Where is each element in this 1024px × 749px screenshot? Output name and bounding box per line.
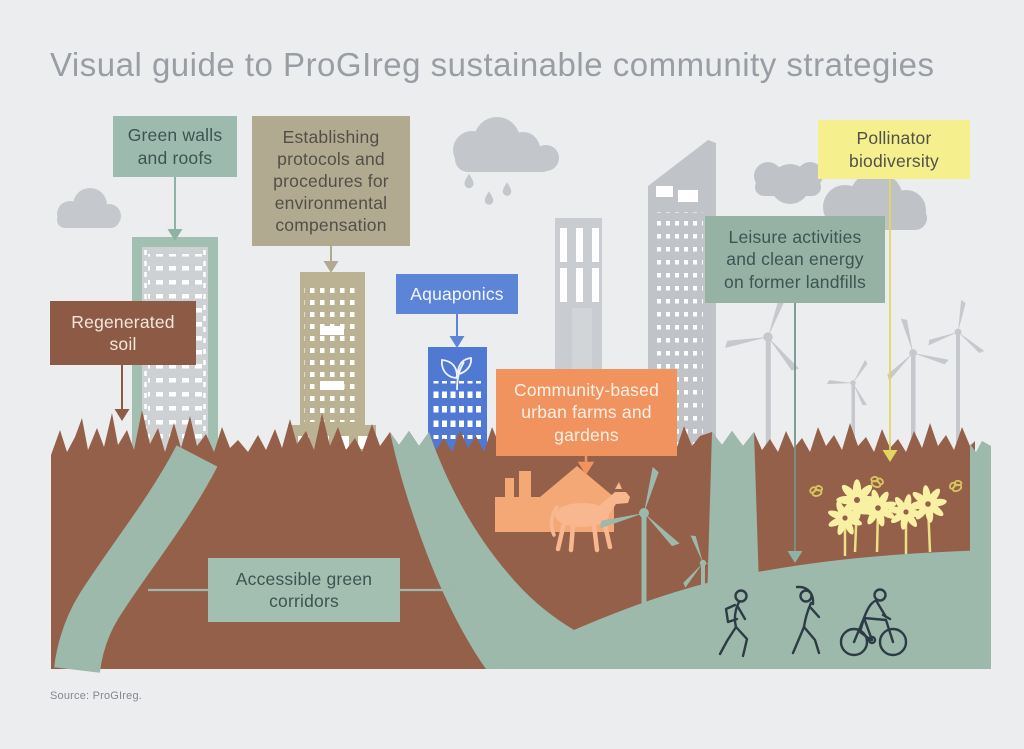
label-aquaponics: Aquaponics: [396, 274, 518, 314]
label-green-walls-and-roofs: Green walls and roofs: [113, 116, 237, 177]
source-attribution: Source: ProGIreg.: [50, 690, 143, 702]
left-arrow-icon: [125, 582, 208, 598]
right-arrow-icon: [400, 582, 483, 598]
green-corridor-path: [54, 431, 991, 674]
exercising-person-icon: [791, 585, 821, 655]
walking-person-icon: [718, 589, 749, 658]
label-pollinator-biodiversity: Pollinator biodiversity: [818, 120, 970, 179]
label-leisure-clean-energy: Leisure activities and clean energy on f…: [705, 216, 885, 303]
rain-cloud-icon: [453, 117, 559, 205]
horse-icon: [549, 482, 630, 553]
down-arrow-icon: [882, 179, 898, 462]
cloud-icon: [57, 188, 121, 228]
down-arrow-icon: [787, 303, 803, 563]
page-title: Visual guide to ProGIreg sustainable com…: [50, 46, 935, 83]
down-arrow-icon: [577, 456, 595, 475]
down-arrow-icon: [167, 177, 183, 241]
down-arrow-icon: [114, 365, 130, 421]
label-environmental-compensation-protocols: Establishing protocols and procedures fo…: [252, 116, 410, 246]
down-arrow-icon: [449, 314, 465, 348]
aquaponics-building-icon: [428, 347, 487, 452]
connectors: [114, 177, 898, 598]
wind-turbine-icon: [721, 281, 993, 462]
cyclist-icon: [839, 588, 908, 657]
label-regenerated-soil: Regenerated soil: [50, 301, 196, 365]
tan-building-icon: [288, 272, 376, 460]
flower-icon: [821, 479, 950, 556]
label-community-urban-farms: Community-based urban farms and gardens: [496, 369, 677, 456]
label-accessible-green-corridors: Accessible green corridors: [208, 558, 400, 622]
down-arrow-icon: [323, 246, 339, 273]
leaf-icon: [441, 356, 472, 391]
